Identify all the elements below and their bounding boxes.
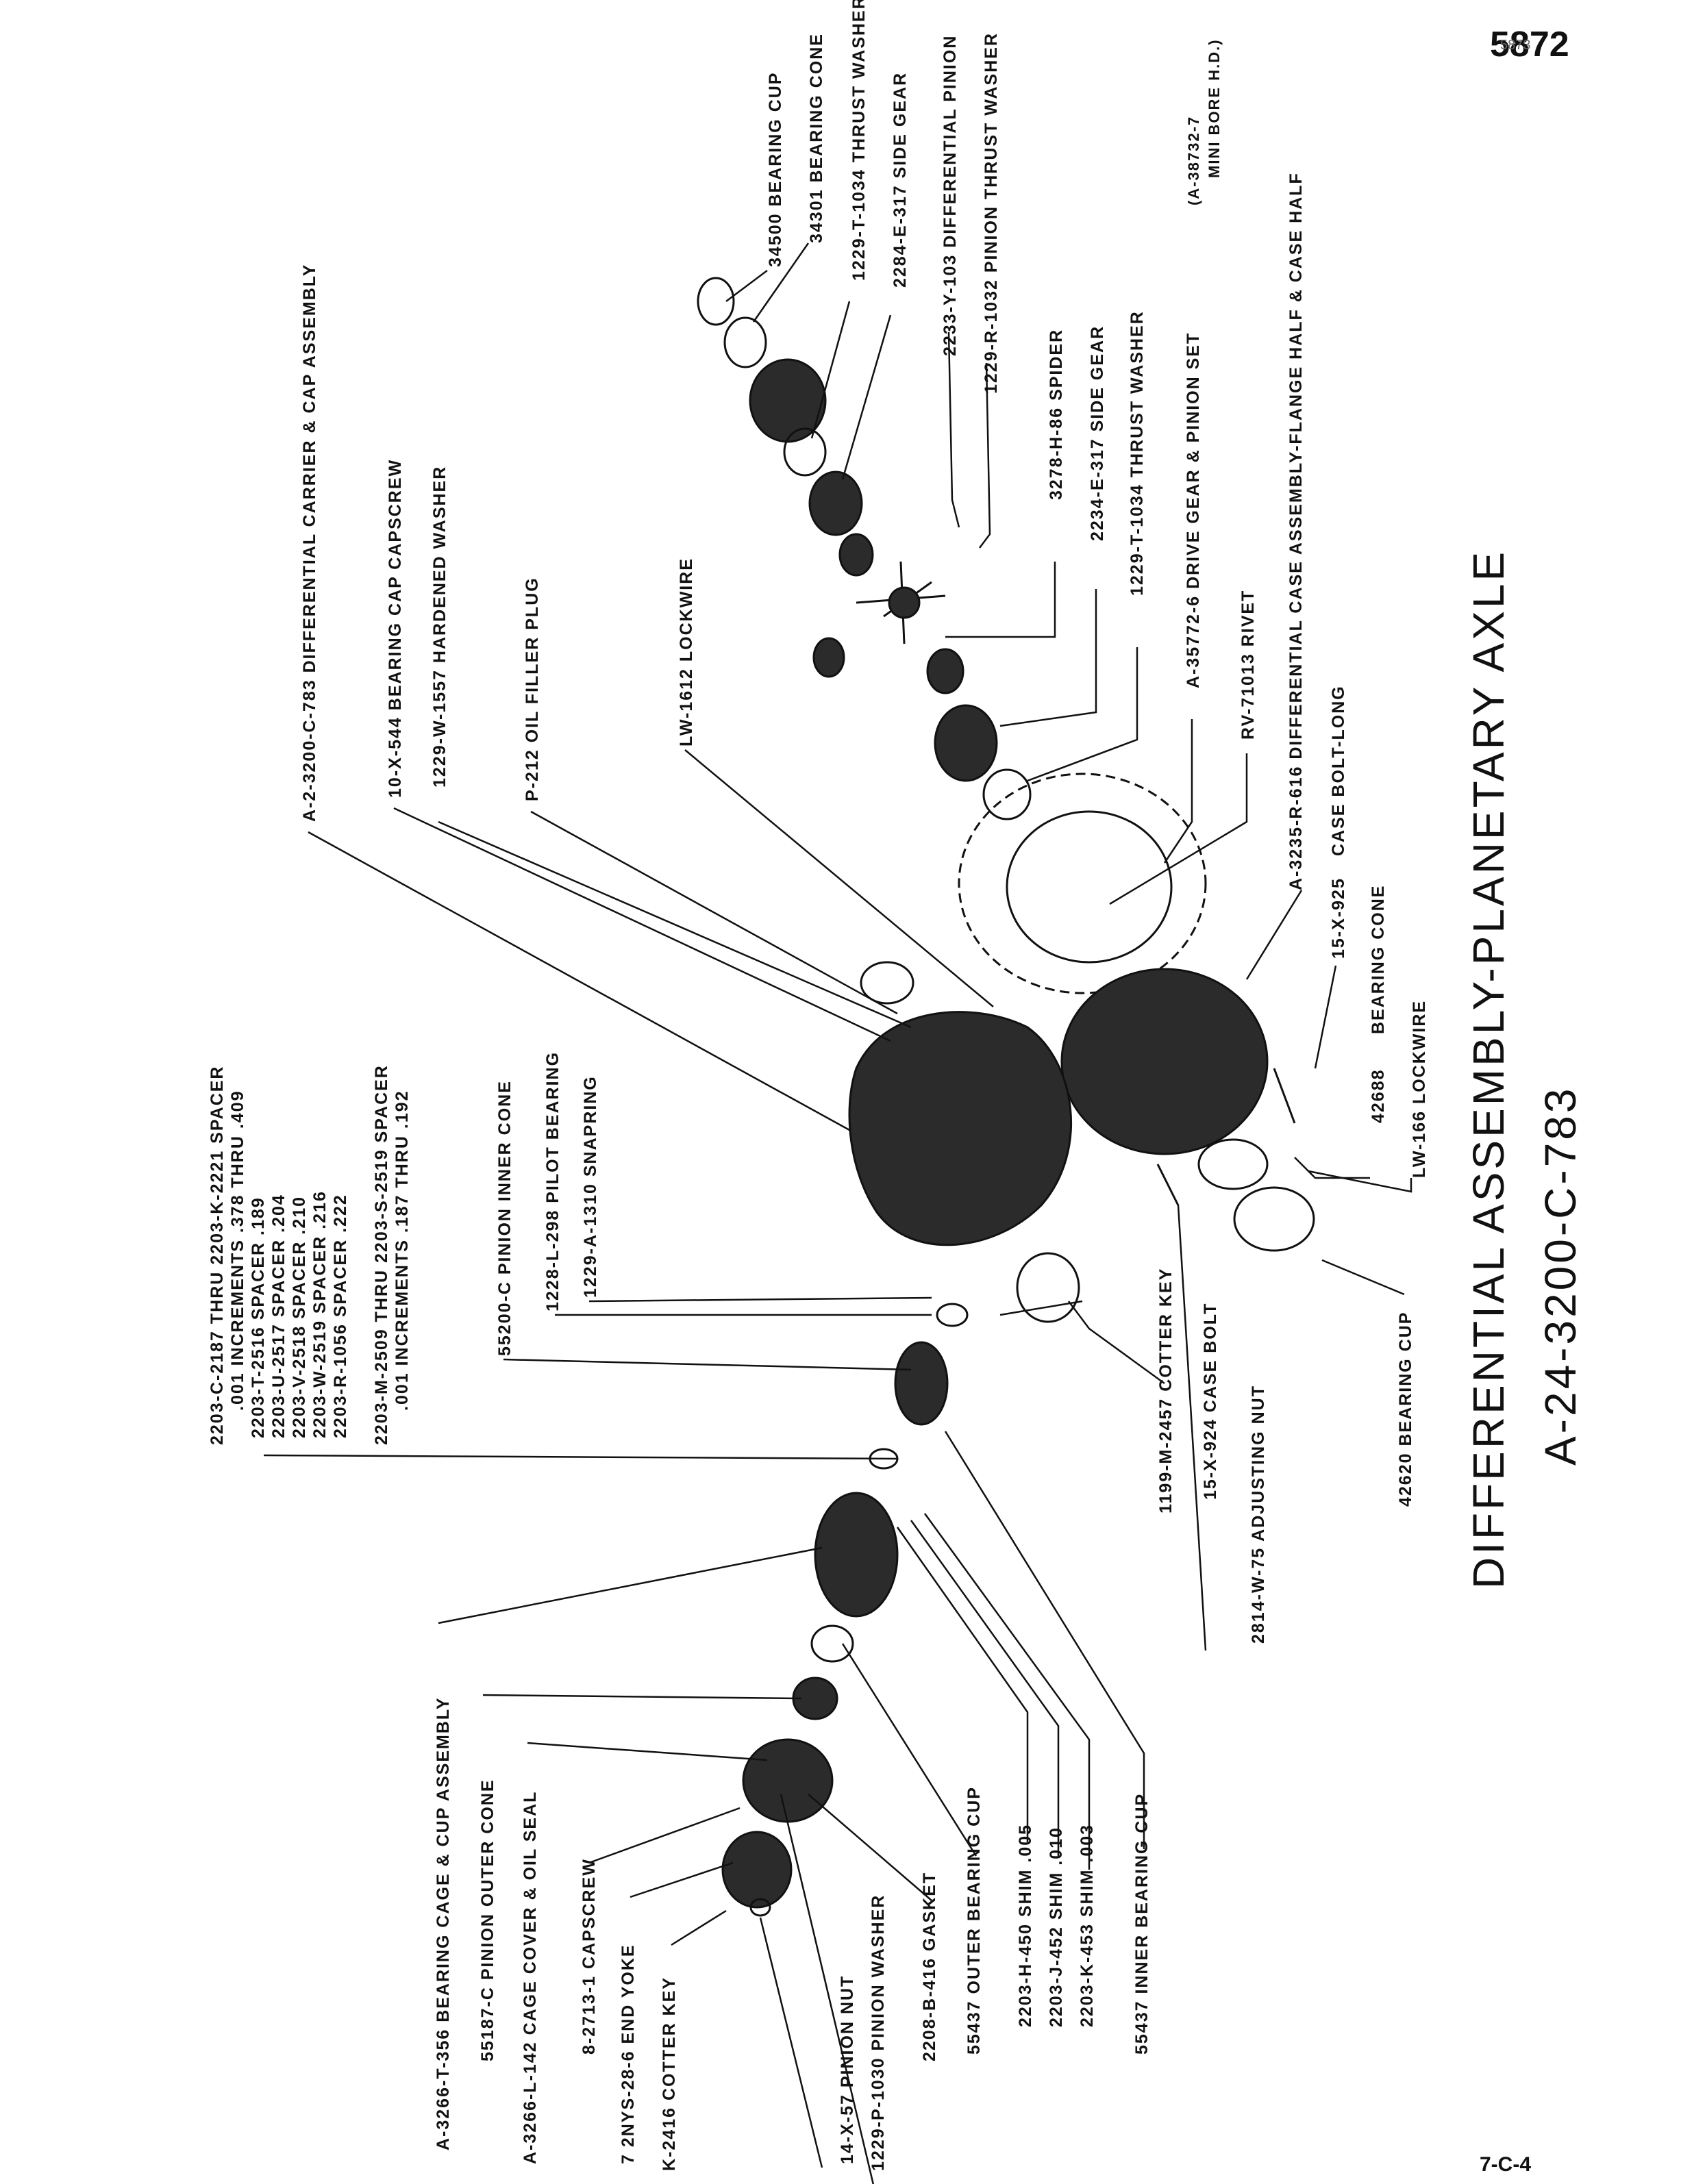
label-drive-gear-pinion-set: A-35772-6 DRIVE GEAR & PINION SET: [1184, 332, 1203, 688]
label-rivet: RV-71013 RIVET: [1238, 590, 1258, 740]
label-diff-pinion: 2233-Y-103 DIFFERENTIAL PINION: [941, 35, 960, 356]
label-gasket: 2208-B-416 GASKET: [920, 1872, 939, 2061]
label-bearing-cone-num: 42688: [1369, 1068, 1388, 1123]
label-shim-005: 2203-H-450 SHIM .005: [1016, 1824, 1035, 2027]
case-bolt-part: [1156, 1164, 1180, 1206]
label-pilot-bearing: 1228-L-298 PILOT BEARING: [543, 1051, 562, 1311]
label-bearing-cup-42620: 42620 BEARING CUP: [1396, 1311, 1415, 1507]
bearing-cup-lower-part: [1233, 1186, 1315, 1252]
label-diff-case-assembly: A-3235-R-616 DIFFERENTIAL CASE ASSEMBLY-…: [1286, 172, 1306, 890]
label-pinion-nut: 14-X-57 PINION NUT: [838, 1975, 857, 2164]
label-pinion-outer-cone: 55187-C PINION OUTER CONE: [478, 1779, 497, 2061]
label-side-gear-2234: 2234-E-317 SIDE GEAR: [1088, 325, 1107, 541]
drive-pinion-part: [894, 1341, 949, 1426]
label-hardened-washer: 1229-W-1557 HARDENED WASHER: [430, 466, 449, 788]
sheet-code: 7-C-4: [1480, 2153, 1531, 2176]
page-number: 5872: [1490, 25, 1569, 64]
label-adjusting-nut: 2814-W-75 ADJUSTING NUT: [1249, 1385, 1268, 1644]
label-case-bolt-long: CASE BOLT-LONG: [1329, 685, 1348, 856]
label-end-yoke: 7 2NYS-28-6 END YOKE: [619, 1944, 638, 2164]
diff-pinion-part: [808, 470, 863, 536]
pinion-part-2: [838, 533, 874, 577]
side-gear-part: [749, 358, 827, 443]
label-spacer-204: 2203-U-2517 SPACER .204: [269, 1194, 288, 1438]
label-shim-003: 2203-K-453 SHIM .003: [1078, 1824, 1097, 2027]
label-pinion-washer: 1229-P-1030 PINION WASHER: [869, 1894, 888, 2171]
label-shim-010: 2203-J-452 SHIM .010: [1047, 1827, 1066, 2027]
oil-filler-plug-part: [860, 961, 914, 1005]
label-bearing-cone: BEARING CONE: [1369, 885, 1388, 1034]
side-gear-lower-part: [934, 704, 998, 782]
label-bearing-cap-capscrew: 10-X-544 BEARING CAP CAPSCREW: [386, 459, 405, 798]
label-outer-bearing-cup: 55437 OUTER BEARING CUP: [964, 1786, 984, 2055]
label-bearing-cone-34301: 34301 BEARING CONE: [807, 33, 826, 243]
label-spacer-222: 2203-R-1056 SPACER .222: [331, 1194, 350, 1438]
label-pinion-inner-cone: 55200-C PINION INNER CONE: [495, 1080, 514, 1356]
thrust-washer-part: [783, 427, 827, 477]
leader-lines: [263, 242, 1412, 2184]
part-labels: 34500 BEARING CUP 34301 BEARING CONE 122…: [208, 0, 1429, 2171]
ring-gear-part: [958, 773, 1207, 994]
label-lockwire-lw1612: LW-1612 LOCKWIRE: [677, 557, 696, 746]
cage-cover-part: [742, 1738, 834, 1823]
label-spacer-incr-2: .001 INCREMENTS .187 THRU .192: [393, 1090, 412, 1411]
label-15x925: 15-X-925: [1329, 877, 1348, 959]
label-spacer-range-2: 2203-M-2509 THRU 2203-S-2519 SPACER: [372, 1064, 391, 1445]
ring-gear-inner: [1006, 810, 1173, 964]
label-diff-carrier: A-2-3200-C-783 DIFFERENTIAL CARRIER & CA…: [300, 264, 319, 822]
label-thrust-washer-lower: 1229-T-1034 THRUST WASHER: [1128, 310, 1147, 596]
label-case-bolt: 15-X-924 CASE BOLT: [1201, 1303, 1220, 1500]
end-yoke-part: [721, 1831, 793, 1909]
label-pinion-thrust-washer: 1229-R-1032 PINION THRUST WASHER: [982, 32, 1001, 394]
label-mini-bore-2: MINI BORE H.D.): [1206, 38, 1223, 178]
page-number-overlay: 5873: [1500, 38, 1531, 53]
pinion-nut-part: [749, 1898, 771, 1917]
pinion-part-3: [812, 637, 845, 678]
label-spacer-incr-1: .001 INCREMENTS .378 THRU .409: [228, 1090, 247, 1411]
bearing-cone-lower-part: [1197, 1138, 1269, 1190]
label-cage-cover-oil-seal: A-3266-L-142 CAGE COVER & OIL SEAL: [521, 1791, 540, 2164]
pilot-bearing-part: [936, 1303, 969, 1327]
diagram-title: DIFFERENTIAL ASSEMBLY-PLANETARY AXLE: [1464, 549, 1513, 1589]
label-lockwire-lw166: LW-166 LOCKWIRE: [1410, 1000, 1429, 1178]
label-spacer-range-1: 2203-C-2187 THRU 2203-K-2221 SPACER: [208, 1066, 227, 1445]
label-side-gear-2284: 2284-E-317 SIDE GEAR: [891, 72, 910, 288]
label-inner-bearing-cup: 55437 INNER BEARING CUP: [1132, 1793, 1151, 2055]
label-mini-bore-1: (A-38732-7: [1185, 116, 1202, 205]
label-bearing-cage-cup: A-3266-T-356 BEARING CAGE & CUP ASSEMBLY: [434, 1696, 453, 2150]
bearing-cup-part: [697, 277, 735, 326]
diff-case-part: [1060, 968, 1269, 1155]
spider-hub: [888, 586, 921, 619]
exploded-parts: [697, 277, 1315, 1917]
label-capscrew: 8-2713-1 CAPSCREW: [580, 1858, 599, 2055]
label-spacer-189: 2203-T-2516 SPACER .189: [249, 1196, 268, 1438]
label-spacer-210: 2203-V-2518 SPACER .210: [290, 1196, 309, 1438]
label-spacer-216: 2203-W-2519 SPACER .216: [310, 1190, 329, 1438]
thrust-washer-lower-part: [982, 768, 1032, 820]
label-cotter-key-k2416: K-2416 COTTER KEY: [660, 1976, 679, 2171]
label-snapring: 1229-A-1310 SNAPRING: [581, 1075, 600, 1298]
pinion-part-4: [926, 648, 964, 694]
case-bolt-long-part: [1273, 1068, 1296, 1124]
carrier-part: [848, 1011, 1073, 1246]
bearing-cone-part: [723, 316, 767, 368]
diagram-subtitle: A-24-3200-C-783: [1536, 1086, 1585, 1466]
label-oil-filler-plug: P-212 OIL FILLER PLUG: [523, 577, 542, 801]
bearing-cage-part: [814, 1492, 899, 1618]
label-bearing-cup-34500: 34500 BEARING CUP: [766, 72, 785, 267]
label-cotter-key-1199: 1199-M-2457 COTTER KEY: [1156, 1268, 1175, 1514]
outer-bearing-cup-part: [810, 1624, 854, 1663]
label-thrust-washer-top: 1229-T-1034 THRUST WASHER: [849, 0, 869, 281]
adjusting-nut-part: [1016, 1252, 1080, 1323]
label-spider: 3278-H-86 SPIDER: [1047, 329, 1066, 500]
